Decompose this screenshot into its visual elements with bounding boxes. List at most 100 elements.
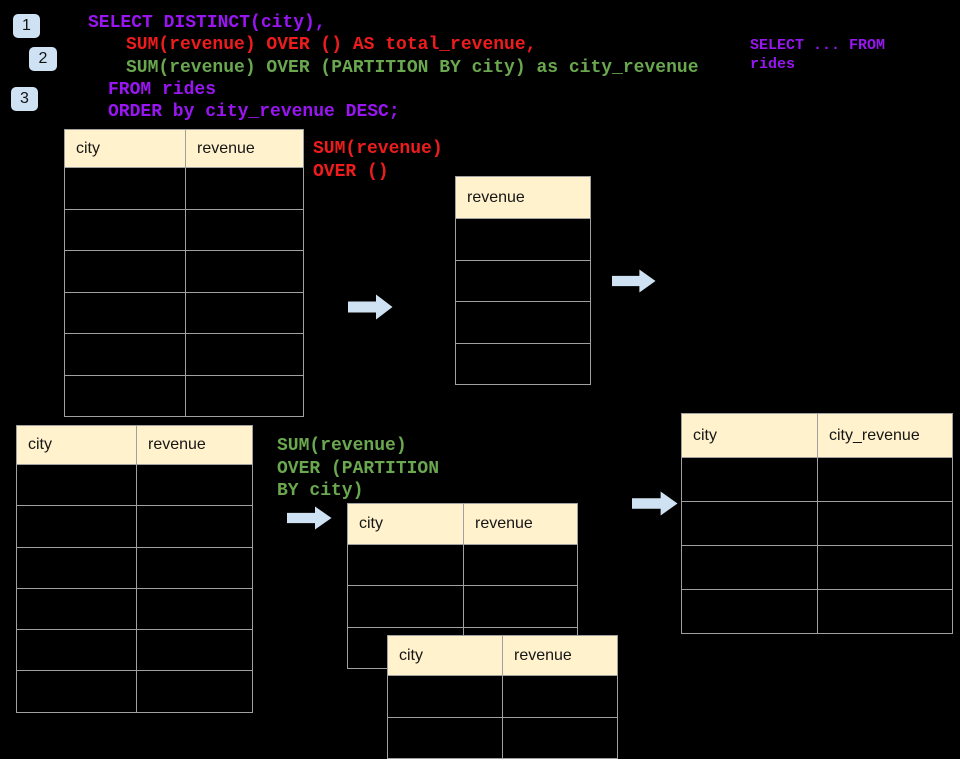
table-cell [817, 501, 953, 546]
select-from-note-line1: SELECT ... FROM [750, 37, 886, 54]
table-cell [817, 457, 953, 502]
table-row [681, 545, 953, 590]
table-cell [455, 301, 591, 344]
table-row [455, 342, 591, 385]
table-header-row: city revenue [64, 129, 304, 168]
column-header: revenue [463, 503, 578, 545]
table-cell [455, 259, 591, 302]
sql-line-city-revenue: SUM(revenue) OVER (PARTITION BY city) as… [126, 58, 699, 78]
table-partition-front: city revenue [387, 635, 618, 759]
table-cell [185, 291, 304, 334]
partition-label-line1: SUM(revenue) [277, 436, 407, 456]
table-cell [817, 545, 953, 590]
column-header: city_revenue [817, 413, 953, 458]
column-header: city [681, 413, 818, 458]
table-cell [16, 629, 137, 672]
partition-label-line2: OVER (PARTITION [277, 459, 440, 479]
column-header: city [16, 425, 137, 465]
table-cell [185, 374, 304, 417]
table-cell [387, 675, 503, 718]
table-row [16, 587, 253, 631]
table-cell [136, 505, 253, 548]
table-header-row: city city_revenue [681, 413, 953, 458]
table-cell [185, 333, 304, 376]
table-cell [185, 167, 304, 210]
table-row [64, 374, 304, 417]
table-header-row: city revenue [347, 503, 578, 545]
table-cell [502, 675, 618, 718]
table-cell [463, 585, 578, 628]
table-row [455, 259, 591, 302]
table-source-top: city revenue [64, 129, 304, 417]
table-cell [64, 333, 186, 376]
table-cell [64, 374, 186, 417]
total-revenue-label-line1: SUM(revenue) [313, 139, 443, 159]
table-cell [681, 457, 818, 502]
table-city-revenue-result: city city_revenue [681, 413, 953, 634]
table-cell [16, 505, 137, 548]
arrow-right-icon [287, 506, 332, 530]
table-cell [817, 589, 953, 634]
table-cell [681, 501, 818, 546]
column-header: city [64, 129, 186, 168]
column-header: city [347, 503, 464, 545]
table-row [387, 675, 618, 718]
step-badge-1: 1 [13, 14, 40, 38]
table-row [681, 589, 953, 634]
slide-canvas: 1 2 3 SELECT DISTINCT(city), SUM(revenue… [11, 13, 953, 759]
table-total-result: revenue [455, 176, 591, 385]
table-row [387, 716, 618, 759]
table-cell [347, 585, 464, 628]
table-cell [502, 716, 618, 759]
sql-line-total-revenue: SUM(revenue) OVER () AS total_revenue, [126, 35, 537, 55]
arrow-right-icon [612, 269, 656, 293]
table-cell [16, 463, 137, 507]
column-header: revenue [185, 129, 304, 168]
table-cell [64, 167, 186, 210]
table-row [681, 457, 953, 502]
table-cell [455, 342, 591, 385]
table-row [16, 463, 253, 507]
select-from-note-line2: rides [750, 56, 796, 73]
table-cell [16, 546, 137, 589]
sql-line-from: FROM rides [108, 80, 217, 100]
table-cell [387, 716, 503, 759]
table-row [64, 291, 304, 334]
table-cell [136, 670, 253, 713]
table-row [681, 501, 953, 546]
arrow-right-icon [632, 491, 678, 516]
table-cell [455, 218, 591, 261]
sql-line-select: SELECT DISTINCT(city), [88, 13, 326, 33]
table-row [16, 505, 253, 548]
table-cell [64, 208, 186, 251]
total-revenue-label-line2: OVER () [313, 162, 389, 182]
table-header-row: city revenue [387, 635, 618, 676]
partition-label-line3: BY city) [277, 481, 364, 501]
table-cell [347, 543, 464, 587]
table-cell [185, 208, 304, 251]
table-row [64, 333, 304, 376]
table-cell [136, 629, 253, 672]
table-cell [64, 250, 186, 293]
column-header: city [387, 635, 503, 676]
table-row [64, 250, 304, 293]
table-row [347, 543, 578, 587]
table-cell [16, 587, 137, 631]
step-badge-3: 3 [11, 87, 38, 111]
arrow-right-icon [348, 294, 393, 320]
table-source-bottom: city revenue [16, 425, 253, 713]
table-header-row: revenue [455, 176, 591, 219]
table-cell [185, 250, 304, 293]
table-row [455, 218, 591, 261]
table-row [16, 670, 253, 713]
table-row [64, 208, 304, 251]
table-row [347, 585, 578, 628]
table-row [16, 546, 253, 589]
step-badge-2: 2 [29, 47, 57, 71]
column-header: revenue [502, 635, 618, 676]
table-row [16, 629, 253, 672]
table-cell [136, 463, 253, 507]
table-row [455, 301, 591, 344]
table-header-row: city revenue [16, 425, 253, 465]
table-cell [463, 543, 578, 587]
